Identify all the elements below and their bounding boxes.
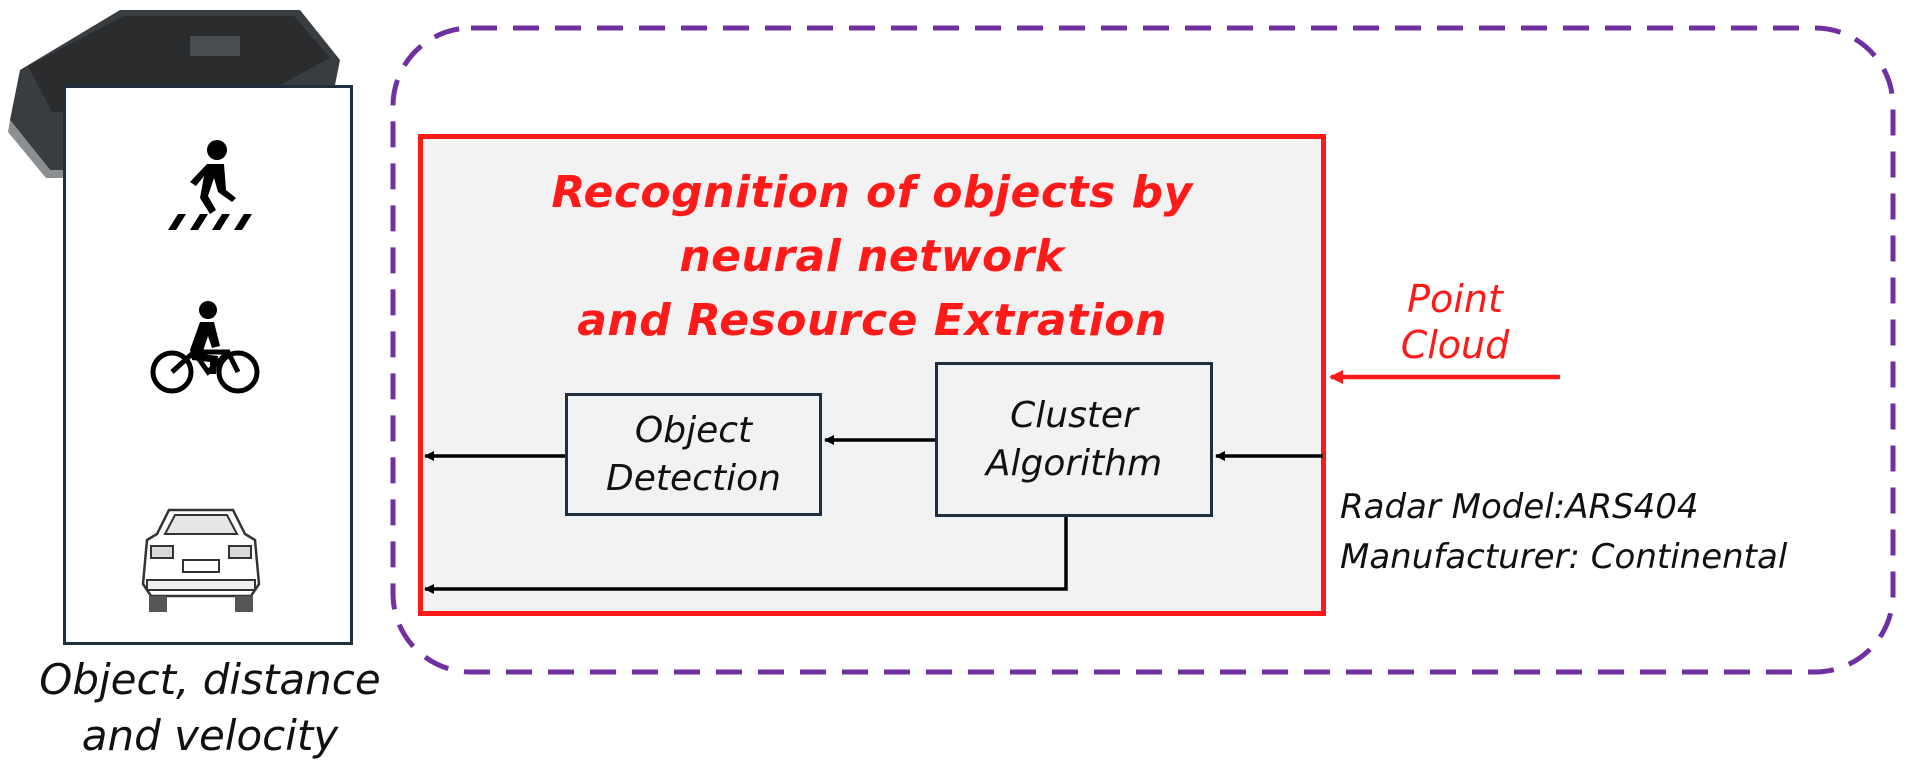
objects-caption-line-1: Object, distance bbox=[39, 655, 381, 704]
object-detection-line-2: Detection bbox=[606, 457, 781, 499]
object-detection-line-1: Object bbox=[634, 409, 753, 451]
arrow-cluster-bypass-output bbox=[424, 517, 1068, 594]
point-cloud-label: Point Cloud bbox=[1355, 276, 1555, 368]
nn-title-line-1: Recognition of objects by bbox=[551, 167, 1193, 218]
nn-title-line-3: and Resource Extration bbox=[577, 295, 1167, 346]
point-cloud-line-1: Point bbox=[1407, 277, 1503, 321]
pedestrian-crossing-icon bbox=[168, 140, 252, 230]
car-rear-icon bbox=[141, 508, 261, 612]
radar-info: Radar Model:ARS404 Manufacturer: Contine… bbox=[1340, 482, 1787, 582]
point-cloud-line-2: Cloud bbox=[1400, 323, 1510, 367]
nn-title-line-2: neural network bbox=[679, 231, 1065, 282]
object-detection-block: Object Detection bbox=[565, 393, 822, 516]
radar-model-text: Radar Model:ARS404 bbox=[1340, 487, 1699, 527]
cluster-algorithm-line-1: Cluster bbox=[1010, 394, 1138, 436]
radar-manufacturer-text: Manufacturer: Continental bbox=[1340, 537, 1788, 577]
dashed-system-boundary bbox=[390, 25, 1896, 675]
objects-caption-line-2: and velocity bbox=[81, 711, 339, 760]
cluster-algorithm-line-2: Algorithm bbox=[985, 442, 1163, 484]
cyclist-icon bbox=[150, 301, 260, 394]
neural-network-title: Recognition of objects by neural network… bbox=[423, 161, 1321, 353]
cluster-algorithm-block: Cluster Algorithm bbox=[935, 362, 1213, 517]
neural-network-panel: Recognition of objects by neural network… bbox=[418, 134, 1326, 616]
objects-caption: Object, distance and velocity bbox=[0, 652, 420, 764]
